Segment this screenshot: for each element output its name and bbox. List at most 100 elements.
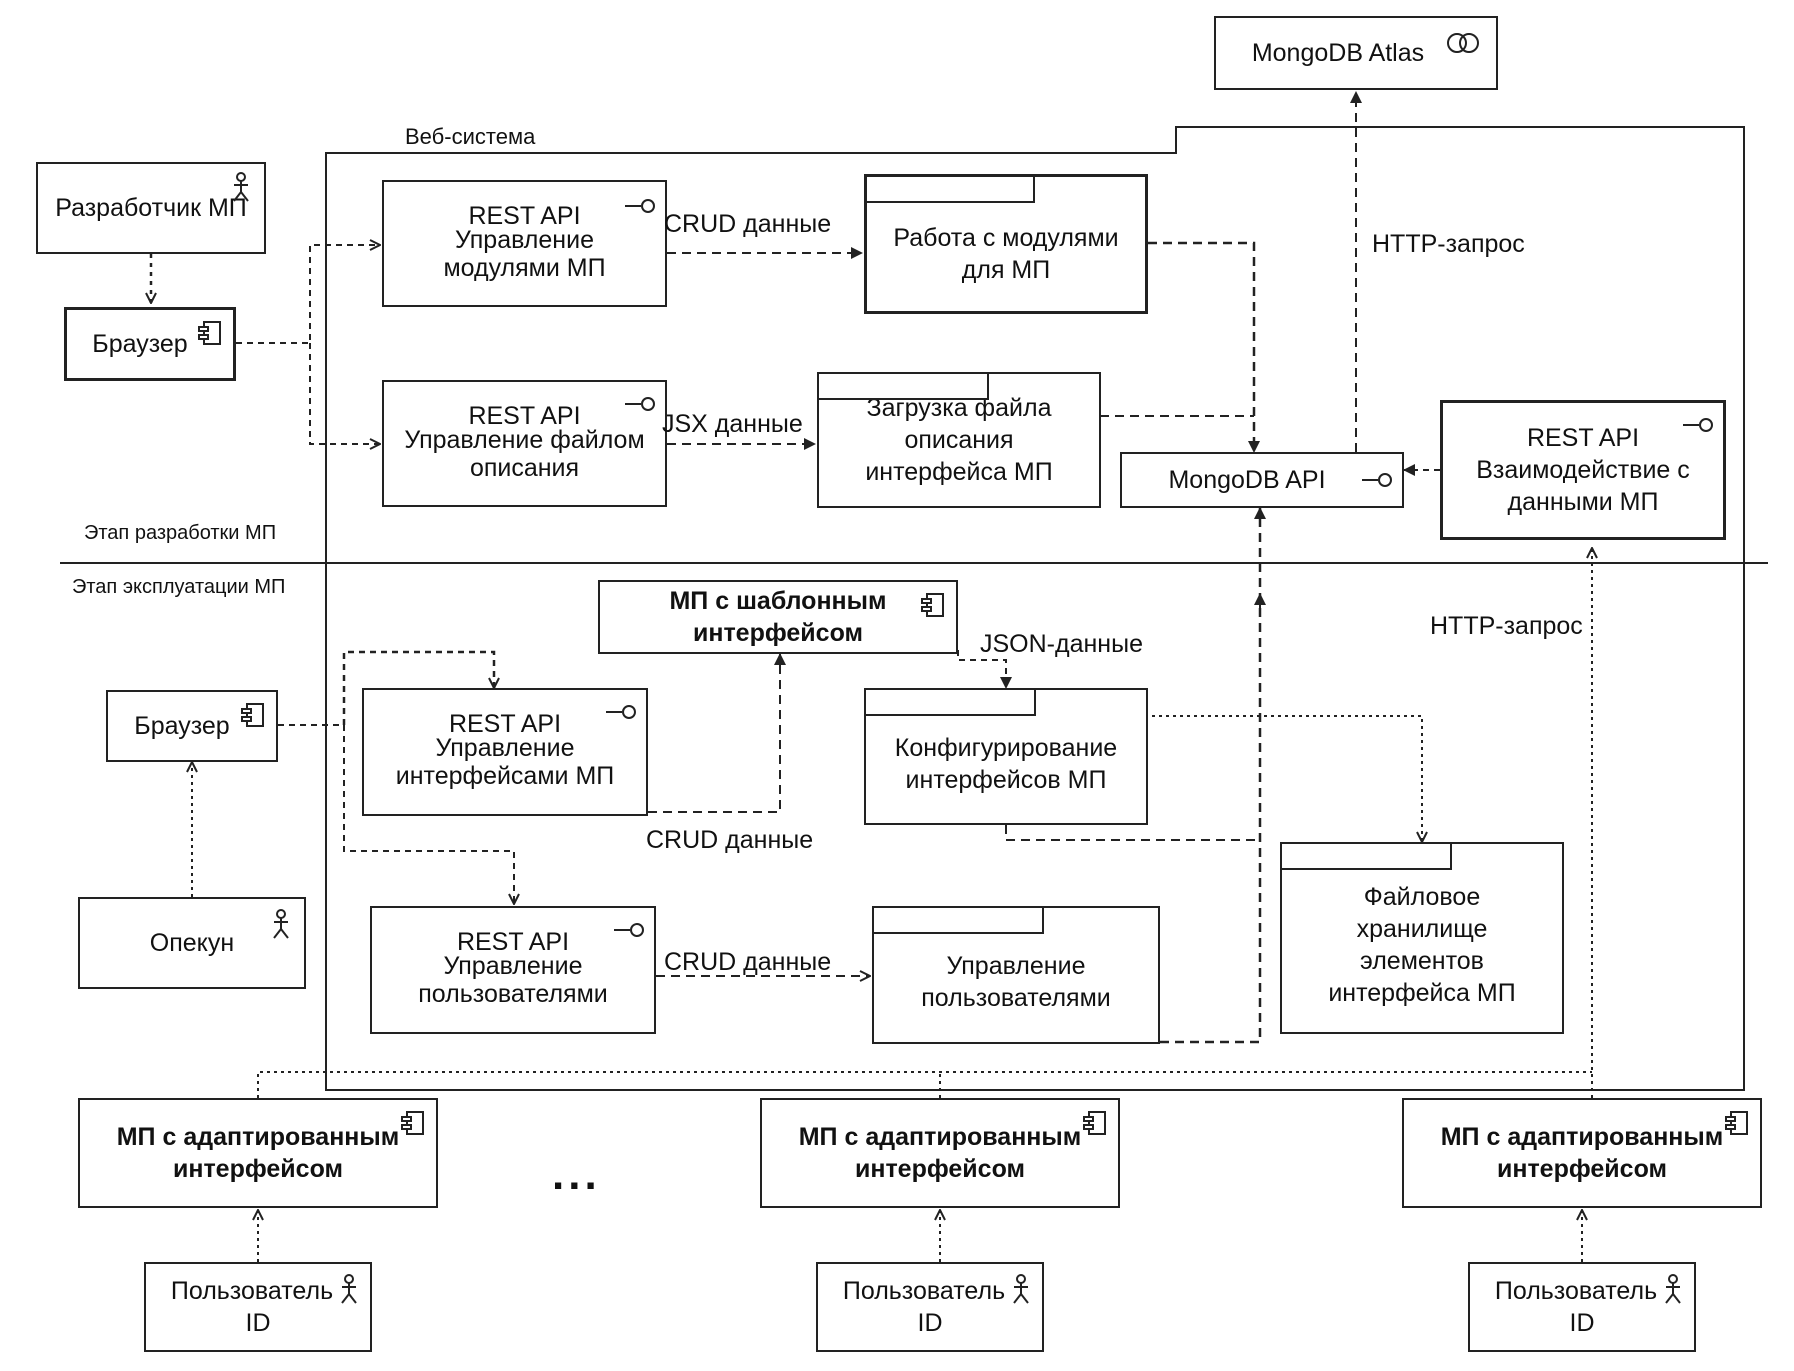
pkg-config-node: Конфигурирование интерфейсов МП bbox=[864, 688, 1148, 825]
edge-browser-api-modules bbox=[236, 245, 380, 344]
interface-lollipop-icon bbox=[625, 397, 655, 411]
pkg-modules-line-2: для МП bbox=[961, 256, 1051, 284]
pkg-users-line-2: пользователями bbox=[921, 984, 1111, 1012]
label-crud-users: CRUD данные bbox=[664, 948, 832, 976]
edge-browser-api-users bbox=[343, 725, 514, 904]
mongodb-atlas-node: MongoDB Atlas bbox=[1214, 16, 1498, 90]
pkg-file-line-2: описания bbox=[904, 426, 1014, 454]
guardian-label: Опекун bbox=[149, 929, 235, 957]
browser-ops-node: Браузер bbox=[106, 690, 278, 762]
user-2-line-2: ID bbox=[917, 1309, 943, 1337]
pkg-file-node: Загрузка файла описания интерфейса МП bbox=[817, 372, 1101, 508]
api-interfaces-title: REST API bbox=[448, 710, 562, 738]
cloud-service-icon bbox=[1447, 33, 1479, 53]
guardian-actor: Опекун bbox=[78, 897, 306, 989]
component-icon bbox=[241, 703, 264, 727]
template-app-line-2: интерфейсом bbox=[692, 619, 864, 647]
stage-ops-label: Этап эксплуатации МП bbox=[72, 576, 286, 598]
adapted-app-2-line-2: интерфейсом bbox=[854, 1155, 1026, 1183]
api-data-interface: REST API Взаимодействие с данными МП bbox=[1440, 400, 1726, 540]
adapted-app-1-node: МП с адаптированным интерфейсом bbox=[78, 1098, 438, 1208]
api-data-line-2: данными МП bbox=[1507, 488, 1659, 516]
user-3-actor: Пользователь ID bbox=[1468, 1262, 1696, 1352]
user-2-line-1: Пользователь bbox=[842, 1277, 1006, 1305]
actor-icon bbox=[233, 172, 249, 202]
adapted-app-3-line-2: интерфейсом bbox=[1496, 1155, 1668, 1183]
api-interfaces-line-2: интерфейсами МП bbox=[395, 762, 615, 790]
actor-icon bbox=[1665, 1274, 1681, 1304]
component-icon bbox=[401, 1111, 424, 1135]
edge-browser-api-interfaces bbox=[342, 650, 494, 725]
mongodb-api-label: MongoDB API bbox=[1168, 466, 1326, 494]
api-file-title: REST API bbox=[468, 401, 581, 430]
package-tab bbox=[865, 175, 1035, 203]
label-jsx: JSX данные bbox=[662, 410, 803, 438]
interface-lollipop-icon bbox=[614, 923, 644, 937]
api-data-title: REST API bbox=[1526, 424, 1640, 452]
pkg-storage-line-3: элементов bbox=[1360, 947, 1484, 975]
pkg-file-line-3: интерфейса МП bbox=[865, 458, 1053, 486]
api-interfaces-line-1: Управление bbox=[435, 734, 575, 762]
mongodb-atlas-label: MongoDB Atlas bbox=[1251, 39, 1425, 67]
api-modules-line-1: Управление bbox=[455, 225, 594, 254]
pkg-users-line-1: Управление bbox=[946, 952, 1086, 980]
pkg-config-line-1: Конфигурирование bbox=[894, 733, 1118, 762]
edge-users-mongo bbox=[1160, 507, 1266, 1044]
user-1-line-2: ID bbox=[245, 1309, 271, 1337]
template-app-node: МП с шаблонным интерфейсом bbox=[598, 580, 958, 654]
mongodb-api-node: MongoDB API bbox=[1120, 452, 1404, 508]
developer-actor: Разработчик МП bbox=[36, 162, 266, 254]
api-users-title: REST API bbox=[456, 928, 570, 956]
api-modules-title: REST API bbox=[468, 201, 581, 230]
package-tab bbox=[817, 372, 989, 400]
actor-icon bbox=[341, 1274, 357, 1304]
interface-lollipop-icon bbox=[606, 705, 636, 719]
edge-modules-mongo bbox=[1148, 241, 1260, 453]
component-icon bbox=[1083, 1111, 1106, 1135]
api-data-line-1: Взаимодействие с bbox=[1476, 456, 1690, 484]
package-tab bbox=[872, 906, 1044, 934]
adapted-app-2-line-1: МП с адаптированным bbox=[798, 1123, 1082, 1151]
package-tab bbox=[864, 688, 1036, 716]
api-interfaces-interface: REST API Управление интерфейсами МП bbox=[362, 688, 648, 816]
pkg-storage-line-2: хранилище bbox=[1356, 915, 1488, 943]
adapted-app-1-line-1: МП с адаптированным bbox=[116, 1123, 400, 1151]
api-modules-line-2: модулями МП bbox=[443, 253, 606, 282]
browser-dev-node: Браузер bbox=[64, 307, 236, 381]
api-users-interface: REST API Управление пользователями bbox=[370, 906, 656, 1034]
actor-icon bbox=[1013, 1274, 1029, 1304]
api-file-line-2: описания bbox=[469, 453, 580, 482]
interface-lollipop-icon bbox=[1683, 418, 1713, 432]
component-icon bbox=[921, 593, 944, 617]
adapted-app-3-line-1: МП с адаптированным bbox=[1440, 1123, 1724, 1151]
browser-dev-label: Браузер bbox=[92, 330, 188, 358]
edge-adapted-bus bbox=[257, 1071, 1592, 1098]
interface-lollipop-icon bbox=[625, 199, 655, 213]
user-3-line-2: ID bbox=[1569, 1309, 1595, 1337]
user-1-actor: Пользователь ID bbox=[144, 1262, 372, 1352]
label-http-bottom: HTTP-запрос bbox=[1430, 612, 1583, 640]
browser-ops-label: Браузер bbox=[134, 712, 230, 740]
web-system-label: Веб-система bbox=[325, 126, 1177, 154]
user-2-actor: Пользователь ID bbox=[816, 1262, 1044, 1352]
edge-browser-api-file bbox=[309, 343, 380, 444]
adapted-app-1-line-2: интерфейсом bbox=[172, 1155, 344, 1183]
edge-template-config bbox=[957, 650, 1012, 689]
pkg-storage-node: Файловое хранилище элементов интерфейса … bbox=[1280, 842, 1564, 1034]
pkg-modules-node: Работа с модулями для МП bbox=[864, 174, 1148, 314]
edge-config-mongo bbox=[1005, 825, 1260, 841]
adapted-app-3-node: МП с адаптированным интерфейсом bbox=[1402, 1098, 1762, 1208]
edge-config-storage bbox=[1124, 715, 1422, 842]
component-icon bbox=[198, 321, 221, 345]
pkg-storage-line-1: Файловое bbox=[1363, 883, 1481, 911]
more-apps-ellipsis: ... bbox=[552, 1150, 601, 1199]
pkg-config-line-2: интерфейсов МП bbox=[905, 765, 1107, 794]
user-3-line-1: Пользователь bbox=[1494, 1277, 1658, 1305]
user-1-line-1: Пользователь bbox=[170, 1277, 334, 1305]
pkg-users-node: Управление пользователями bbox=[872, 906, 1160, 1044]
component-icon bbox=[1725, 1111, 1748, 1135]
package-tab bbox=[1280, 842, 1452, 870]
api-file-interface: REST API Управление файлом описания bbox=[382, 380, 667, 507]
